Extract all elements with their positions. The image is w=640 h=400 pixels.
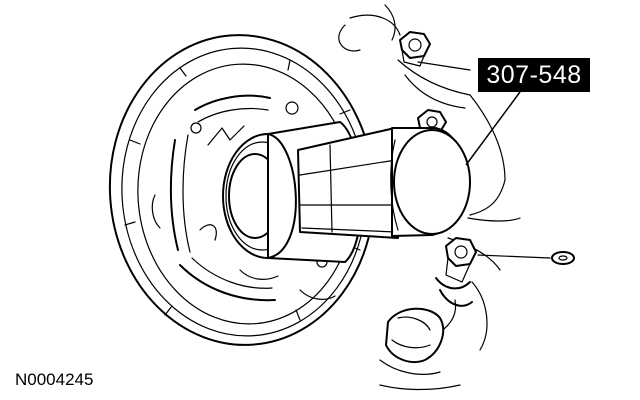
tool-number-label: 307-548 <box>486 60 582 89</box>
knuckle-outline <box>338 4 521 271</box>
figure-id-label: N0004245 <box>15 370 94 389</box>
upper-bolt <box>399 31 431 67</box>
tool-head <box>390 127 471 237</box>
tool-shaft <box>297 127 399 239</box>
tool-number-callout: 307-548 <box>478 58 590 92</box>
lower-bolt <box>445 237 551 283</box>
callout-leader-line <box>465 91 521 166</box>
brake-shoes <box>151 94 349 302</box>
washer <box>551 251 575 265</box>
lower-knuckle <box>379 307 461 391</box>
lower-arm <box>435 277 488 351</box>
